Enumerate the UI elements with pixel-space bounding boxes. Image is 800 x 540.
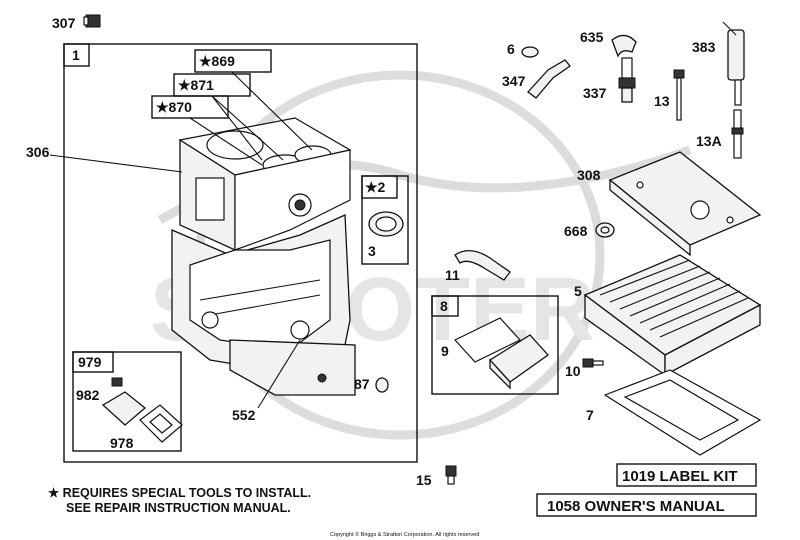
label-1: 1 (72, 47, 80, 63)
label-10: 10 (565, 363, 581, 379)
label-307: 307 (52, 15, 76, 31)
bracket-347 (527, 59, 571, 99)
screw-307 (83, 14, 101, 28)
stud-13a (731, 109, 744, 159)
valve-cover-gasket (454, 317, 521, 363)
box-8-tag (431, 295, 459, 317)
label-308: 308 (577, 167, 601, 183)
box-8 (431, 295, 559, 395)
washer-6 (521, 46, 539, 58)
breather-gasket (139, 404, 183, 443)
label-982: 982 (76, 387, 100, 403)
label-306: 306 (26, 144, 50, 160)
label-871: ★871 (178, 77, 214, 93)
label-11: 11 (445, 267, 460, 283)
spark-plug-337 (618, 57, 636, 103)
label-kit: 1019 LABEL KIT (622, 468, 738, 485)
box-1-tag (63, 43, 90, 67)
plug-87 (375, 377, 389, 393)
label-383: 383 (692, 39, 716, 55)
label-337: 337 (583, 85, 607, 101)
label-kit-box (616, 463, 757, 487)
label-2: ★2 (365, 179, 386, 195)
label-5: 5 (574, 283, 582, 299)
label-978: 978 (110, 435, 134, 451)
note-repair-manual: SEE REPAIR INSTRUCTION MANUAL. (66, 501, 291, 515)
ring-668 (595, 222, 615, 238)
note-special-tools: ★ REQUIRES SPECIAL TOOLS TO INSTALL. (48, 486, 311, 500)
box-869 (194, 49, 272, 73)
label-979: 979 (78, 354, 102, 370)
box-2-tag (361, 175, 398, 199)
label-13: 13 (654, 93, 670, 109)
owners-manual-box (536, 493, 757, 517)
valve-cover (488, 334, 549, 390)
label-15: 15 (416, 472, 432, 488)
label-869: ★869 (199, 53, 235, 69)
screw-10 (582, 358, 604, 368)
screw-15 (445, 465, 457, 485)
cylinder-head-5 (583, 254, 762, 377)
tube-11 (454, 250, 511, 281)
oil-seal (368, 211, 404, 237)
label-6: 6 (507, 41, 515, 57)
cylinder-block (171, 117, 356, 396)
label-635: 635 (580, 29, 604, 45)
box-979-tag (72, 351, 114, 373)
spark-boot-635 (611, 34, 637, 58)
box-1 (63, 43, 418, 463)
label-87: 87 (354, 376, 370, 392)
leaders-box1 (49, 71, 313, 409)
bolt-13 (673, 69, 685, 121)
label-347: 347 (502, 73, 526, 89)
cover-308 (608, 151, 762, 257)
label-7: 7 (586, 407, 594, 423)
copyright: Copyright © Briggs & Stratton Corporatio… (330, 531, 479, 538)
owners-manual: 1058 OWNER'S MANUAL (547, 498, 725, 515)
breather-cover (101, 377, 147, 426)
head-gasket-7 (603, 369, 762, 456)
box-979 (72, 351, 182, 452)
label-8: 8 (440, 298, 448, 314)
label-668: 668 (564, 223, 588, 239)
label-552: 552 (232, 407, 256, 423)
part-383 (722, 21, 745, 106)
label-9: 9 (441, 343, 449, 359)
label-3: 3 (368, 243, 376, 259)
label-870: ★870 (156, 99, 192, 115)
label-13a: 13A (696, 133, 722, 149)
